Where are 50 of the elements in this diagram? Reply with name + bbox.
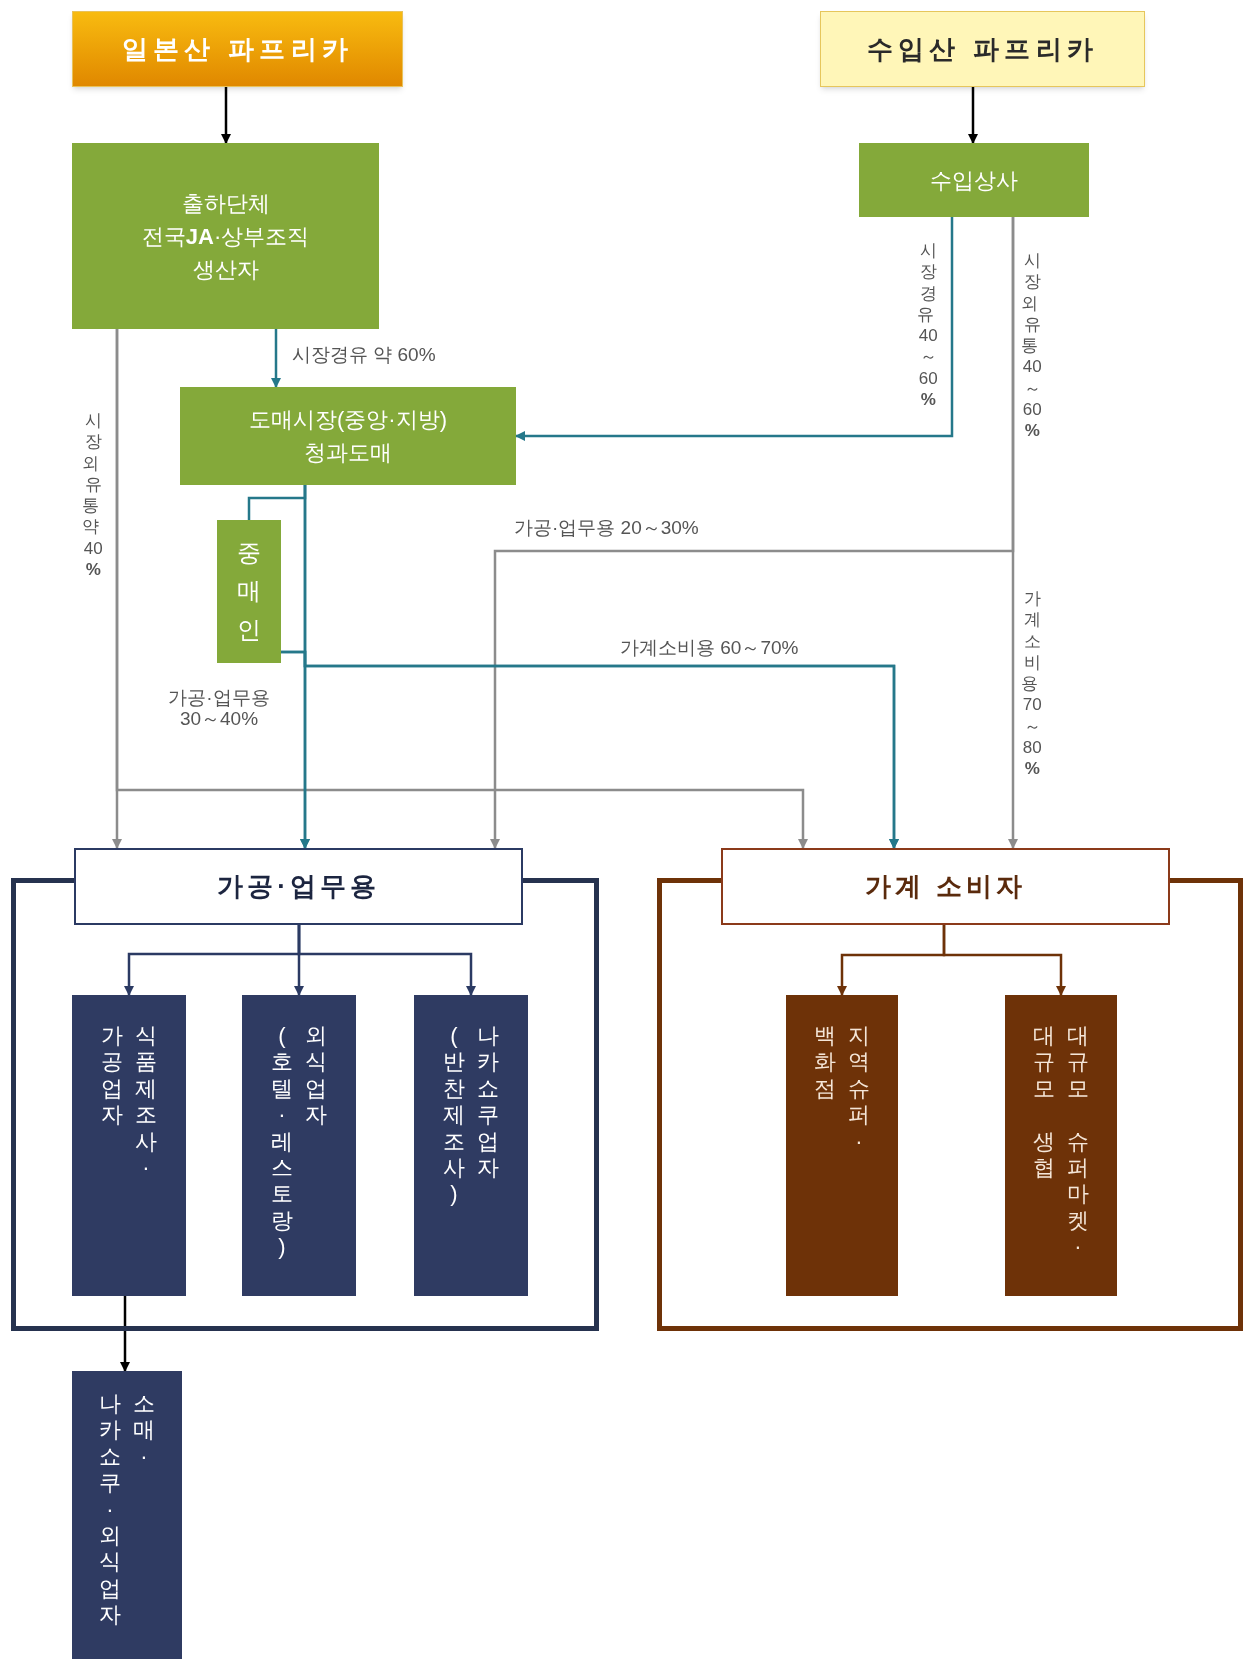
arrow — [120, 1296, 130, 1372]
arrow — [115, 329, 808, 849]
node-label: 생산자 — [192, 255, 259, 284]
node-label: 청과도매 — [304, 439, 392, 467]
node-label: 지역슈퍼· — [848, 1023, 870, 1155]
category-box — [242, 995, 356, 1296]
arrow — [968, 87, 978, 144]
category-box — [721, 848, 1170, 925]
arrow — [271, 329, 281, 388]
node-label: 전국JA·상부조직 — [141, 222, 310, 251]
node-label: 나카쇼쿠업자 — [477, 1023, 499, 1182]
node-label: 대규모 슈퍼마켓· — [1067, 1023, 1089, 1261]
arrow — [221, 87, 231, 144]
node-label: 가계 소비자 — [865, 870, 1026, 903]
node-label: 식품제조사· — [135, 1023, 157, 1182]
header-box — [72, 11, 403, 87]
arrow — [297, 925, 476, 996]
arrow — [1008, 217, 1018, 849]
node-label: 가공업자 — [101, 1023, 123, 1129]
node-label: (반찬제조사) — [443, 1023, 465, 1208]
category-box — [786, 995, 898, 1296]
node-label: 도매시장(중앙·지방) — [249, 406, 447, 434]
category-box — [414, 995, 528, 1296]
category-box — [74, 848, 523, 925]
edge-label: 가계소비용 60～70% — [618, 638, 801, 659]
process-box — [72, 143, 379, 329]
edge-label: 가공·업무용 20～30% — [512, 518, 701, 539]
edge-label: 시장경유 약 60% — [290, 345, 438, 366]
node-label: 소매· — [133, 1391, 155, 1471]
arrow — [515, 217, 954, 441]
arrow — [281, 650, 899, 849]
node-label: 출하단체 — [181, 189, 270, 218]
arrow — [942, 925, 1066, 996]
node-label: 대규모 생협 — [1033, 1023, 1055, 1182]
node-label: 수입산 파프리카 — [867, 32, 1098, 66]
node-label: (호텔·레스토랑) — [271, 1023, 293, 1261]
node-label: 백화점 — [814, 1023, 836, 1103]
node-label: 가공·업무용 — [217, 870, 380, 903]
category-box — [72, 1371, 182, 1659]
header-box — [820, 11, 1145, 87]
category-box — [1005, 995, 1117, 1296]
node-label: 나카쇼쿠·외식업자 — [99, 1391, 121, 1629]
process-box — [217, 520, 281, 663]
category-box — [72, 995, 186, 1296]
node-label: 수입상사 — [930, 166, 1018, 195]
node-label: 중매인 — [237, 537, 261, 645]
node-label: 외식업자 — [305, 1023, 327, 1129]
node-label: 일본산 파프리카 — [122, 32, 353, 66]
process-box — [180, 387, 516, 485]
process-box — [859, 143, 1089, 217]
